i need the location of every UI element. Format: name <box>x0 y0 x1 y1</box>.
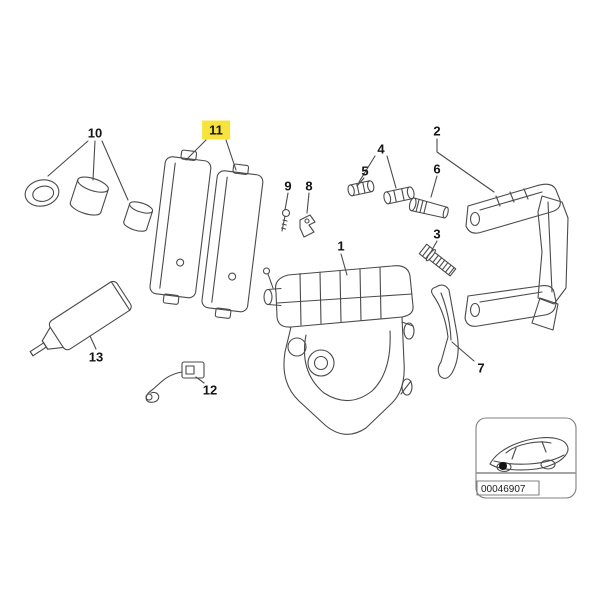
part-label-13[interactable]: 13 <box>88 349 104 365</box>
car-thumbnail: 00046907 <box>475 417 577 499</box>
part-label-8[interactable]: 8 <box>305 178 313 194</box>
part-label-11[interactable]: 11 <box>202 120 230 140</box>
part-label-4[interactable]: 4 <box>377 141 385 157</box>
part-label-1[interactable]: 1 <box>337 238 345 254</box>
wear-sensor-part <box>145 361 205 403</box>
part-label-7[interactable]: 7 <box>477 360 485 376</box>
part-label-3[interactable]: 3 <box>433 226 441 242</box>
location-dot <box>499 462 507 470</box>
grease-tube-part <box>29 280 132 357</box>
carrier-bracket-part <box>464 183 569 331</box>
piston-part <box>69 176 109 216</box>
seal-ring-part <box>24 179 60 207</box>
retaining-clip-part <box>299 214 316 238</box>
bolt-part <box>418 243 457 277</box>
car-sketch <box>489 437 569 473</box>
caliper-body-part <box>262 265 415 435</box>
guide-bushing-small <box>347 180 375 197</box>
leader-lines <box>47 138 495 384</box>
part-label-10[interactable]: 10 <box>87 125 103 141</box>
guide-bushing-large <box>383 186 415 205</box>
guide-pin-part <box>408 197 449 219</box>
part-label-6[interactable]: 6 <box>433 161 441 177</box>
part-label-2[interactable]: 2 <box>433 123 441 139</box>
dust-boot-part <box>123 201 154 232</box>
screw-part <box>280 208 291 232</box>
diagram-code: 00046907 <box>481 484 526 495</box>
part-label-5[interactable]: 5 <box>361 163 369 179</box>
part-label-12[interactable]: 12 <box>202 382 218 398</box>
part-label-9[interactable]: 9 <box>284 178 292 194</box>
anti-rattle-spring-part <box>431 284 459 379</box>
